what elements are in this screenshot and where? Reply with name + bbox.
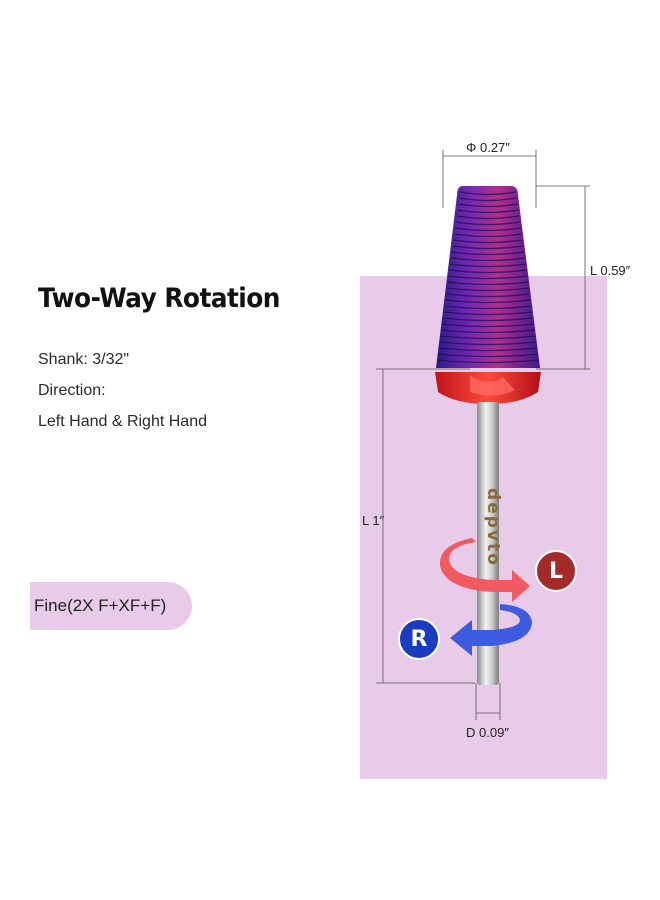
right-rotation-badge: R	[398, 618, 440, 660]
shank	[477, 402, 499, 685]
direction-label: Direction:	[38, 382, 106, 399]
right-rotation-arrow	[450, 604, 532, 656]
left-rotation-letter: L	[548, 558, 564, 584]
right-rotation-letter: R	[410, 626, 428, 652]
grit-grade-badge: Fine(2X F+XF+F)	[30, 582, 192, 630]
carbide-head	[436, 186, 540, 368]
left-rotation-arrow	[439, 538, 530, 602]
total-length-label: L 1″	[362, 513, 385, 528]
head-length-label: L 0.59″	[590, 263, 631, 278]
grit-grade-label: Fine(2X F+XF+F)	[34, 596, 167, 615]
left-rotation-badge: L	[535, 550, 577, 592]
direction-value: Left Hand & Right Hand	[38, 413, 207, 430]
brand-mark: depvto	[483, 488, 503, 567]
shank-diameter-label: D 0.09″	[466, 725, 509, 740]
dimension-lines	[376, 150, 590, 720]
head-diameter-label: Φ 0.27″	[466, 140, 510, 155]
page-title: Two-Way Rotation	[38, 283, 280, 314]
shank-spec: Shank: 3/32"	[38, 351, 130, 368]
